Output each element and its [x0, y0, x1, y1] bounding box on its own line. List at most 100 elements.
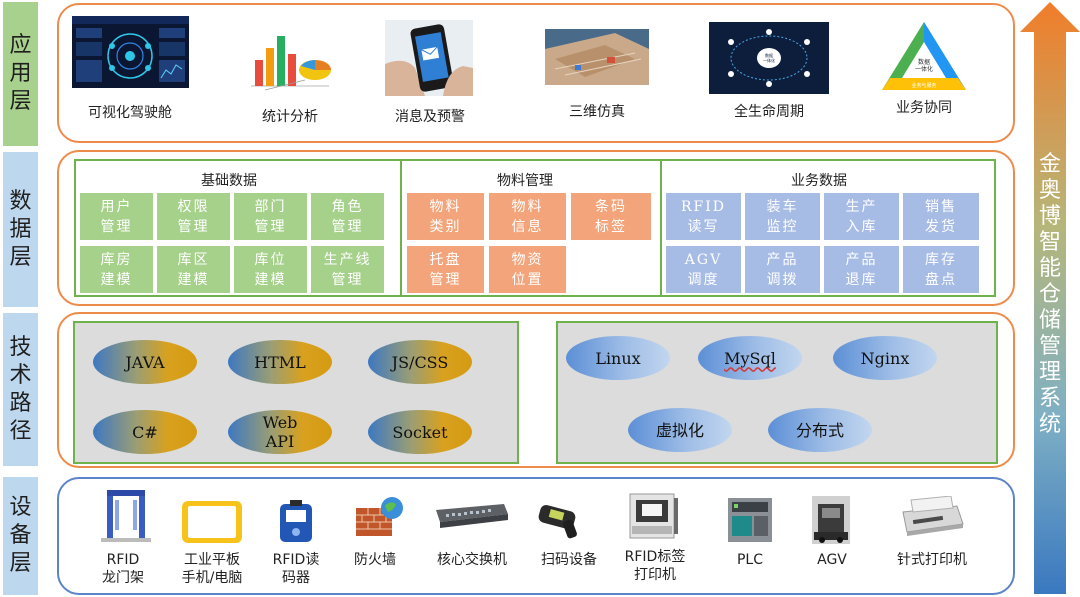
- lifecycle-diagram-icon: 数据 一体化: [709, 22, 829, 94]
- vertical-char: 管: [1039, 334, 1061, 360]
- data-cell[interactable]: 库区 建模: [157, 246, 230, 293]
- network-switch-icon: [434, 500, 510, 530]
- data-cell[interactable]: RFID 读写: [666, 193, 741, 240]
- tech-pill-java: JAVA: [93, 340, 197, 384]
- vertical-char: 奥: [1039, 178, 1061, 204]
- data-cell[interactable]: 产品 调拨: [745, 246, 820, 293]
- device-label: RFID标签 打印机: [614, 548, 696, 584]
- vertical-char: 径: [9, 418, 31, 446]
- barcode-scanner-icon: [535, 502, 585, 540]
- vertical-char: 术: [9, 362, 31, 390]
- group-title-business: 业务数据: [791, 170, 847, 190]
- data-cell[interactable]: 库位 建模: [234, 246, 307, 293]
- triangle-center-text: 数据: [918, 58, 930, 66]
- data-cell[interactable]: 物料 信息: [489, 193, 566, 240]
- layer-label-tech-text: 技术路径: [9, 334, 31, 446]
- app-layer-frame: [57, 3, 1015, 143]
- device-label: AGV: [800, 551, 864, 569]
- device-rfid-gate[interactable]: RFID 龙门架: [86, 551, 160, 587]
- data-cell[interactable]: 产品 退库: [824, 246, 899, 293]
- device-agv[interactable]: AGV: [800, 551, 864, 569]
- phone-message-icon: [385, 20, 473, 96]
- device-dot-matrix-printer[interactable]: 针式打印机: [884, 551, 980, 569]
- device-plc[interactable]: PLC: [718, 551, 782, 569]
- app-item-label: 可视化驾驶舱: [70, 102, 190, 122]
- app-item-3d-simulation[interactable]: 三维仿真: [547, 101, 647, 121]
- device-label: 防火墙: [342, 551, 408, 569]
- device-tablet[interactable]: 工业平板 手机/电脑: [170, 551, 254, 587]
- vertical-char: 仓: [1039, 282, 1061, 308]
- data-cell[interactable]: 物资 位置: [489, 246, 566, 293]
- device-core-switch[interactable]: 核心交换机: [424, 551, 520, 569]
- data-cell[interactable]: 装车 监控: [745, 193, 820, 240]
- vertical-char: 据: [9, 216, 31, 244]
- device-label: 工业平板 手机/电脑: [170, 551, 254, 587]
- layer-label-tech: 技术路径: [3, 313, 38, 466]
- vertical-char: 储: [1039, 308, 1061, 334]
- vertical-char: 层: [9, 244, 31, 272]
- system-arrow: 金奥博智能仓储管理系统: [1020, 2, 1080, 594]
- mysql-text: MySql: [724, 349, 776, 368]
- group-title-material: 物料管理: [497, 170, 553, 190]
- data-cell[interactable]: 部门 管理: [234, 193, 307, 240]
- app-item-collaboration[interactable]: 业务协同: [874, 97, 974, 117]
- tech-pill-csharp: C#: [93, 410, 197, 454]
- tech-pill-mysql: MySql: [698, 336, 802, 380]
- device-label: PLC: [718, 551, 782, 569]
- dashboard-screen-icon: [72, 16, 189, 88]
- layer-label-device-text: 设备层: [9, 494, 31, 578]
- vertical-char: 系: [1039, 386, 1061, 412]
- app-item-label: 消息及预警: [380, 106, 480, 126]
- data-cell[interactable]: 权限 管理: [157, 193, 230, 240]
- vertical-char: 博: [1039, 204, 1061, 230]
- device-label: RFID 龙门架: [86, 551, 160, 587]
- app-item-dashboard[interactable]: 可视化驾驶舱: [70, 102, 190, 122]
- data-cell[interactable]: 生产 入库: [824, 193, 899, 240]
- vertical-char: 数: [9, 188, 31, 216]
- vertical-char: 技: [9, 334, 31, 362]
- data-cell[interactable]: 条码 标签: [571, 193, 651, 240]
- agv-icon: [812, 496, 850, 544]
- app-item-statistics[interactable]: 统计分析: [238, 106, 342, 126]
- statistics-charts-icon: [245, 20, 335, 94]
- vertical-char: 统: [1039, 412, 1061, 438]
- app-item-label: 全生命周期: [714, 101, 824, 121]
- triangle-center-text-2: 一体化: [915, 65, 933, 73]
- data-cell[interactable]: 库房 建模: [80, 246, 153, 293]
- app-item-messages[interactable]: 消息及预警: [380, 106, 480, 126]
- device-scanner[interactable]: 扫码设备: [528, 551, 610, 569]
- data-cell[interactable]: 物料 类别: [407, 193, 484, 240]
- tech-pill-html: HTML: [228, 340, 332, 384]
- vertical-char: 备: [9, 522, 31, 550]
- device-label-printer[interactable]: RFID标签 打印机: [614, 548, 696, 584]
- tech-pill-linux: Linux: [566, 336, 670, 380]
- layer-label-app-text: 应用层: [9, 32, 31, 116]
- data-cell[interactable]: 角色 管理: [311, 193, 384, 240]
- device-firewall[interactable]: 防火墙: [342, 551, 408, 569]
- vertical-char: 层: [9, 550, 31, 578]
- firewall-icon: [354, 496, 404, 538]
- tech-pill-socket: Socket: [368, 410, 472, 454]
- data-cell[interactable]: 生产线 管理: [311, 246, 384, 293]
- device-label: 针式打印机: [884, 551, 980, 569]
- vertical-char: 层: [9, 88, 31, 116]
- 3d-warehouse-icon: [545, 29, 649, 85]
- vertical-char: 理: [1039, 360, 1061, 386]
- data-cell[interactable]: 用户 管理: [80, 193, 153, 240]
- tech-pill-virtualization: 虚拟化: [628, 408, 732, 452]
- layer-label-app: 应用层: [3, 2, 38, 146]
- layer-label-device: 设备层: [3, 477, 38, 595]
- vertical-char: 智: [1039, 230, 1061, 256]
- lifecycle-center-text-2: 一体化: [763, 57, 775, 63]
- device-rfid-reader[interactable]: RFID读 码器: [262, 551, 330, 587]
- data-cell[interactable]: 托盘 管理: [407, 246, 484, 293]
- data-cell[interactable]: 库存 盘点: [903, 246, 979, 293]
- data-cell[interactable]: 销售 发货: [903, 193, 979, 240]
- data-cell[interactable]: AGV 调度: [666, 246, 741, 293]
- rfid-gate-icon: [99, 488, 153, 544]
- vertical-char: 路: [9, 390, 31, 418]
- vertical-char: 设: [9, 494, 31, 522]
- app-item-lifecycle[interactable]: 全生命周期: [714, 101, 824, 121]
- tech-pill-webapi: Web API: [228, 410, 332, 454]
- device-label: 核心交换机: [424, 551, 520, 569]
